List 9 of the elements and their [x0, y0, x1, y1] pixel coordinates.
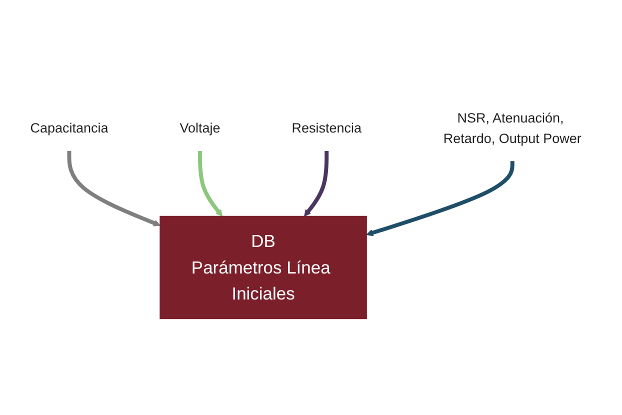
- arrow: [304, 150, 329, 217]
- node-text: Capacitancia: [30, 120, 108, 136]
- arrow: [366, 160, 514, 236]
- arrow: [198, 150, 223, 217]
- node-text: Resistencia: [292, 120, 362, 136]
- node-text: Voltaje: [180, 120, 220, 136]
- node-text: NSR, Atenuación, Retardo, Output Power: [443, 110, 582, 146]
- node-box: DB Parámetros Línea Iniciales: [160, 216, 367, 320]
- arrow: [67, 150, 160, 226]
